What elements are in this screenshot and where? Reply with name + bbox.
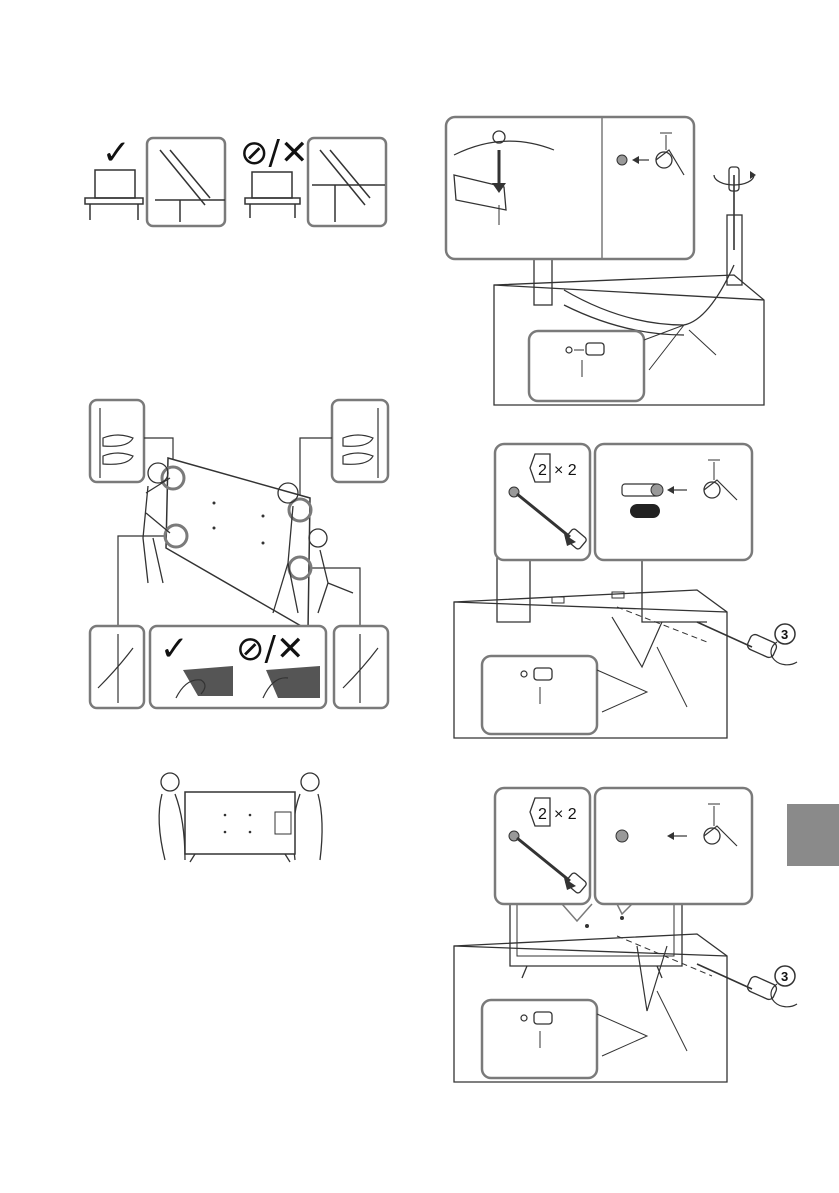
screw-times-bottom: × 2 bbox=[554, 806, 577, 823]
screw-times-middle: × 2 bbox=[554, 462, 577, 479]
strap-detail-callout-bottom bbox=[595, 788, 752, 904]
hand-grip-callout-top-left bbox=[90, 400, 144, 482]
strap-attach-illustration-middle: 3 2 × 2 bbox=[452, 442, 832, 738]
hand-grip-callout-top-right bbox=[332, 400, 388, 482]
carry-tv-illustration: ✓ ⊘/✕ bbox=[88, 398, 390, 710]
screw-count-middle: 2 bbox=[538, 462, 547, 479]
strap-attach-panel-top bbox=[444, 115, 774, 405]
not-ok-mark: ⊘/✕ bbox=[240, 133, 308, 173]
placement-check-illustration: ✓ ⊘/✕ bbox=[80, 130, 390, 230]
strap-attach-illustration-top bbox=[444, 115, 774, 405]
carry-assembled-tv-illustration bbox=[150, 770, 330, 865]
strap-detail-callout bbox=[446, 117, 694, 259]
strap-attach-illustration-bottom: 3 2 × 2 bbox=[452, 786, 832, 1082]
screw-detail-callout bbox=[529, 331, 644, 401]
step-number-bottom: 3 bbox=[781, 969, 788, 984]
screw-count-bottom: 2 bbox=[538, 806, 547, 823]
ok-check-mark: ✓ bbox=[102, 133, 131, 173]
placement-check-panel: ✓ ⊘/✕ bbox=[80, 130, 390, 230]
section-index-tab bbox=[787, 804, 839, 866]
carry-tv-panel: ✓ ⊘/✕ bbox=[88, 398, 390, 710]
strap-detail-callout-middle bbox=[595, 444, 752, 560]
hand-grip-callout-bottom-right bbox=[334, 626, 388, 708]
carry-assembled-tv-panel bbox=[150, 770, 330, 865]
step-number-middle: 3 bbox=[781, 627, 788, 642]
handling-not-ok-mark: ⊘/✕ bbox=[236, 629, 304, 669]
strap-attach-panel-bottom: 3 2 × 2 bbox=[452, 786, 832, 1082]
strap-attach-panel-middle: 3 2 × 2 bbox=[452, 442, 832, 738]
handling-ok-mark: ✓ bbox=[160, 629, 189, 669]
